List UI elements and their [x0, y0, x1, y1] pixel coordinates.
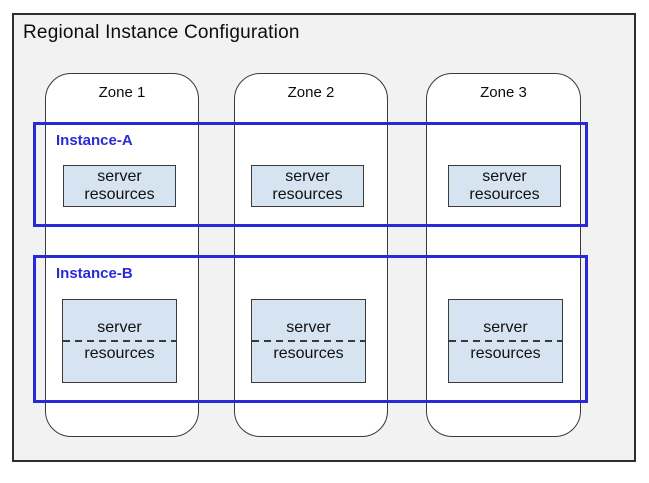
server-resources-box-instance-a-zone-1: server resources: [63, 165, 176, 207]
diagram-title: Regional Instance Configuration: [23, 22, 300, 43]
server-resources-text-line2: resources: [469, 186, 540, 203]
instance-a-label: Instance-A: [56, 132, 133, 149]
zone-1-label: Zone 1: [98, 84, 146, 101]
instance-b-label: Instance-B: [56, 265, 133, 282]
server-resources-box-instance-a-zone-2: server resources: [251, 165, 364, 207]
server-resources-text-line1: server: [483, 319, 528, 336]
server-resources-text-line1: server: [482, 168, 527, 185]
resource-split-dashed-line: [449, 340, 562, 342]
server-resources-text-line1: server: [97, 168, 142, 185]
server-resources-text-line1: server: [97, 319, 142, 336]
zone-3-label: Zone 3: [480, 84, 527, 101]
zone-2-label: Zone 2: [287, 84, 335, 101]
instance-a-boundary: Instance-A: [33, 122, 588, 227]
server-resources-text-line2: resources: [84, 345, 155, 362]
server-resources-text-line2: resources: [470, 345, 541, 362]
server-resources-box-instance-a-zone-3: server resources: [448, 165, 561, 207]
resource-split-dashed-line: [252, 340, 365, 342]
server-resources-box-instance-b-zone-3: server resources: [448, 299, 563, 383]
resource-split-dashed-line: [63, 340, 176, 342]
server-resources-box-instance-b-zone-1: server resources: [62, 299, 177, 383]
server-resources-text-line2: resources: [273, 345, 344, 362]
server-resources-box-instance-b-zone-2: server resources: [251, 299, 366, 383]
server-resources-text-line2: resources: [84, 186, 155, 203]
server-resources-text-line1: server: [286, 319, 331, 336]
server-resources-text-line2: resources: [272, 186, 343, 203]
instance-b-boundary: Instance-B: [33, 255, 588, 403]
server-resources-text-line1: server: [285, 168, 330, 185]
